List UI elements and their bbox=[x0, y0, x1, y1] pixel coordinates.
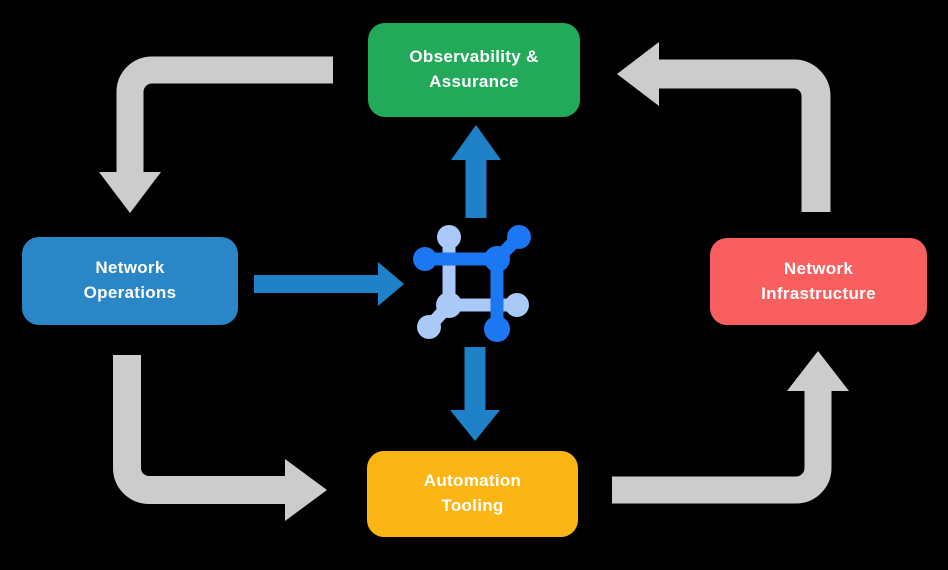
mesh-node-dot bbox=[505, 293, 529, 317]
mesh-node-dot bbox=[507, 225, 531, 249]
center-to-automation-arrow bbox=[450, 347, 500, 441]
arrow-head bbox=[99, 172, 161, 213]
mesh-node-dot bbox=[484, 316, 510, 342]
node-label-line1: Network bbox=[95, 258, 165, 278]
node-label-line2: Infrastructure bbox=[761, 283, 876, 303]
arrow-shaft bbox=[113, 355, 285, 504]
mesh-light-branch bbox=[417, 225, 529, 339]
node-network-infrastructure: Network Infrastructure bbox=[710, 238, 927, 325]
arrow-head bbox=[787, 351, 849, 391]
node-label-line2: Tooling bbox=[441, 496, 504, 515]
arrow-head bbox=[617, 42, 659, 106]
node-automation-tooling: Automation Tooling bbox=[367, 451, 578, 537]
arrow-head bbox=[451, 125, 501, 160]
operations-to-center-arrow bbox=[254, 262, 404, 306]
node-label-line1: Observability & bbox=[409, 47, 539, 67]
arrow-shaft bbox=[116, 56, 333, 174]
mesh-node-dot bbox=[417, 315, 441, 339]
arrow-shaft bbox=[659, 59, 831, 212]
mesh-junction-dot bbox=[484, 246, 510, 272]
node-label-line1: Network bbox=[783, 258, 854, 278]
observability-to-operations-arrow bbox=[99, 56, 333, 213]
node-observability-assurance: Observability & Assurance bbox=[368, 23, 580, 117]
arrow-shaft bbox=[612, 391, 832, 504]
mesh-dark-branch bbox=[413, 225, 531, 342]
mesh-node-dot bbox=[437, 225, 461, 249]
operations-to-automation-arrow bbox=[113, 355, 327, 521]
node-label-line2: Assurance bbox=[429, 72, 519, 91]
arrow-head bbox=[450, 410, 500, 441]
node-label-line2: Operations bbox=[83, 283, 177, 302]
node-network-operations: Network Operations bbox=[22, 237, 238, 325]
mesh-node-dot bbox=[413, 247, 437, 271]
network-mesh-icon bbox=[413, 225, 531, 342]
mesh-junction-dot bbox=[436, 292, 462, 318]
automation-to-infrastructure-arrow bbox=[612, 351, 849, 504]
infrastructure-to-observability-arrow bbox=[617, 42, 831, 212]
node-label-line1: Automation bbox=[423, 471, 522, 491]
arrow-head bbox=[378, 262, 404, 306]
arrow-head bbox=[285, 459, 327, 521]
center-to-observability-arrow bbox=[451, 125, 501, 218]
